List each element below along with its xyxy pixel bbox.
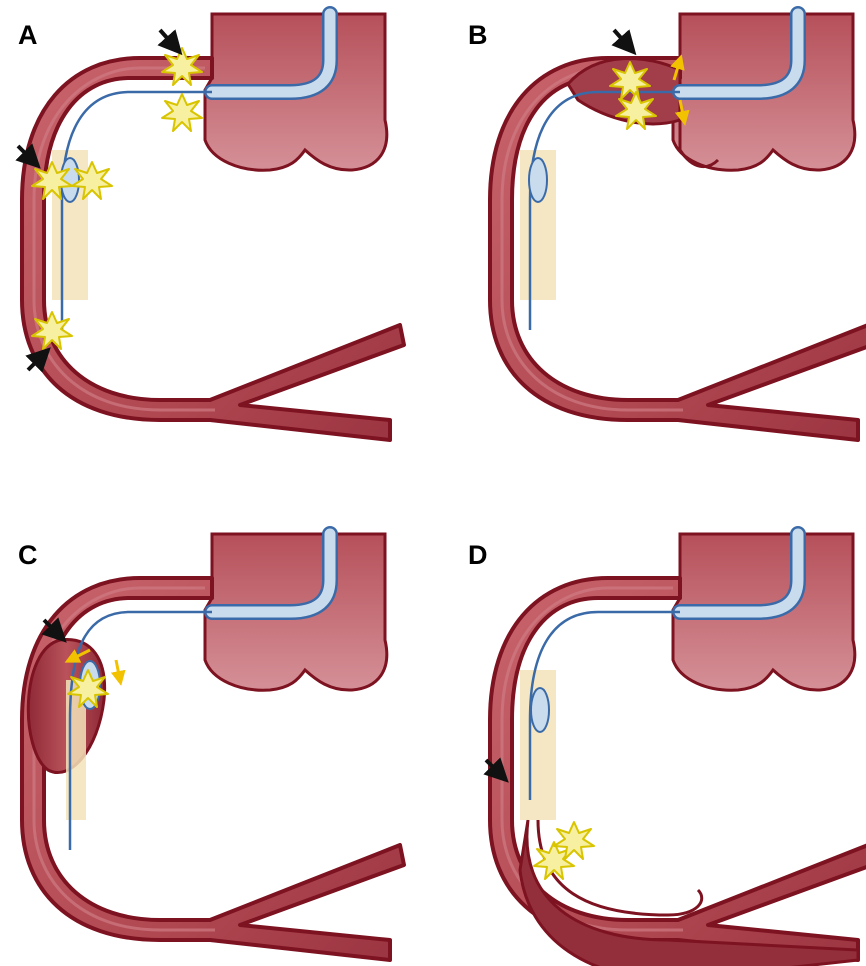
panel-b: B — [468, 14, 866, 440]
panel-label-b: B — [468, 20, 488, 50]
arrow-icon — [614, 30, 630, 48]
panel-d: D — [468, 534, 866, 966]
panel-c: C — [18, 534, 404, 960]
panel-label-c: C — [18, 540, 38, 570]
panel-label-d: D — [468, 540, 488, 570]
balloon-d — [531, 688, 549, 732]
flow-arrow-icon — [116, 660, 120, 680]
burst-icon — [162, 94, 202, 131]
panel-a: A — [18, 14, 404, 440]
arrow-icon — [160, 30, 176, 48]
balloon-b — [529, 158, 547, 202]
panel-label-a: A — [18, 20, 38, 50]
